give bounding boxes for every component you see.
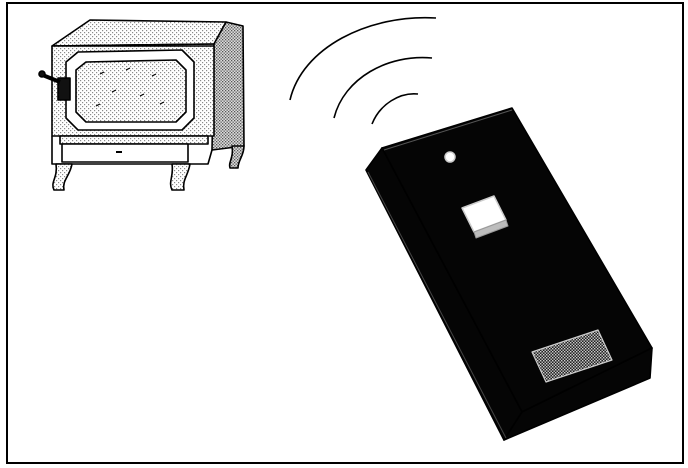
stove-remote-illustration [0,0,688,468]
